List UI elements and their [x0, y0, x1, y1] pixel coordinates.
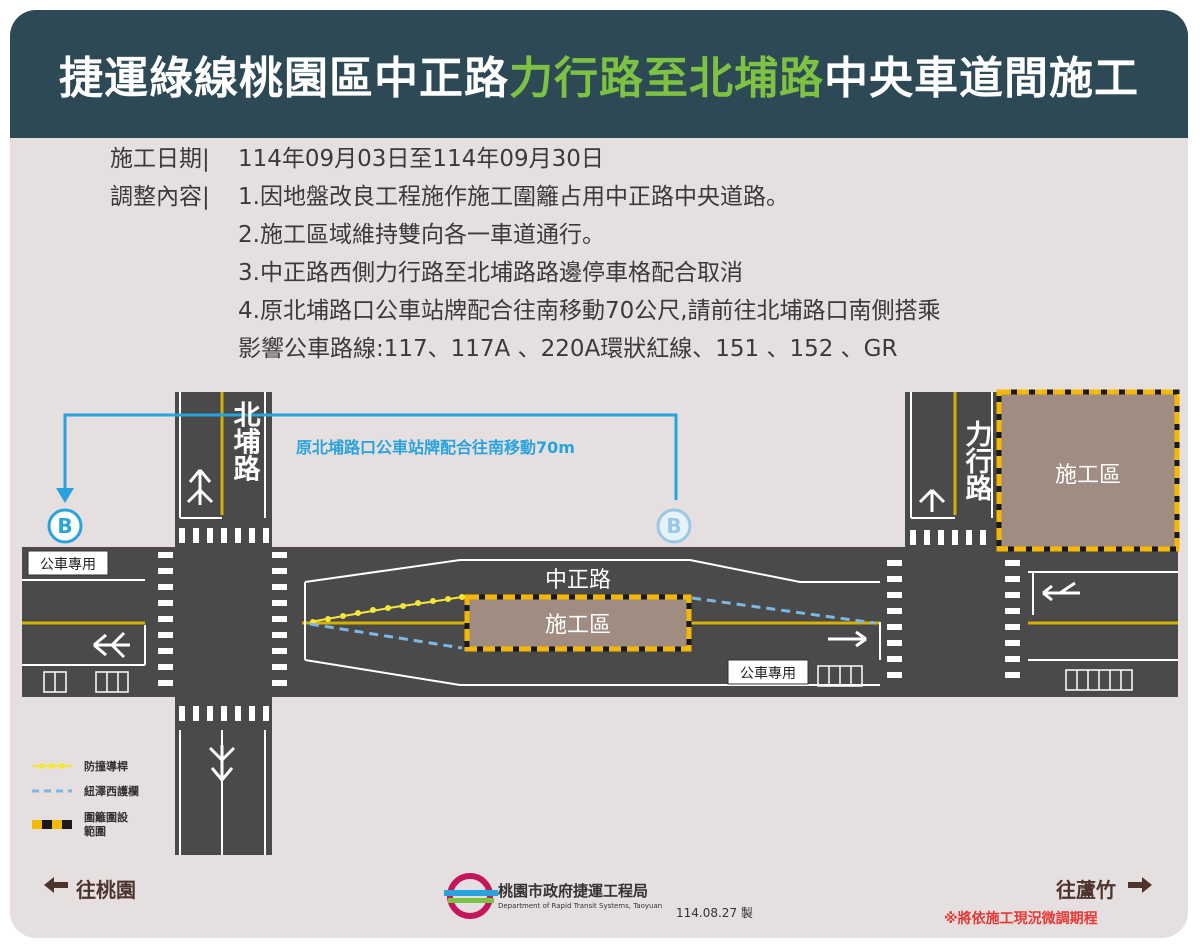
- westbound-arrow: [93, 631, 130, 659]
- road-label-lixing: 力行路: [961, 420, 994, 501]
- bus-stop-old-label: B: [666, 514, 681, 538]
- content-row: 調整內容| 1.因地盤改良工程施作施工圍籬占用中正路中央道路。: [110, 178, 941, 216]
- turn-arrow-lixing: [918, 488, 946, 512]
- lixing-road-north: [905, 392, 997, 552]
- bus-move-note: 原北埔路口公車站牌配合往南移動70m: [296, 438, 575, 457]
- legend-fence-label-2: 範圍: [84, 824, 106, 838]
- road-label-zhongzheng: 中正路: [545, 568, 611, 593]
- title-part1: 捷運綠線桃園區中正路: [59, 53, 509, 104]
- fence-outline: [464, 594, 692, 652]
- made-date: 114.08.27 製: [676, 906, 753, 920]
- date-value: 114年09月03日至114年09月30日: [238, 146, 604, 172]
- info-block: 施工日期| 114年09月03日至114年09月30日 調整內容| 1.因地盤改…: [110, 140, 941, 368]
- construction-zone-corner: [996, 389, 1180, 552]
- legend-barrier-label: 紐澤西護欄: [84, 784, 139, 798]
- construction-label-center: 施工區: [545, 613, 611, 638]
- content-item: 2.施工區域維持雙向各一車道通行。: [238, 222, 605, 248]
- bus-stop-new-icon: [47, 508, 83, 544]
- road-label-beipu-1: 北埔路: [229, 400, 261, 481]
- content-item: 4.原北埔路口公車站牌配合往南移動70公尺,請前往北埔路口南側搭乘: [238, 298, 941, 324]
- schedule-note: ※將依施工現況微調期程: [944, 911, 1098, 927]
- fence-outline: [996, 389, 1180, 552]
- content-item: 3.中正路西側力行路至北埔路路邊停車格配合取消: [238, 260, 743, 286]
- straight-turn-arrow: [186, 469, 214, 505]
- affected-routes: 影響公車路線:117、117A 、220A環狀紅線、151 、152 、GR: [238, 336, 898, 362]
- construction-label-corner: 施工區: [1055, 463, 1121, 488]
- lixing-intersection: [880, 547, 1028, 697]
- org-name: 桃園市政府捷運工程局: [498, 882, 649, 900]
- parking-boxes: [43, 665, 1133, 693]
- bus-lane-label-west: 公車專用: [40, 556, 96, 573]
- bus-lane-sign-center: [727, 659, 809, 685]
- content-item: 1.因地盤改良工程施作施工圍籬占用中正路中央道路。: [238, 184, 789, 210]
- direction-east: 往蘆竹: [1056, 878, 1116, 902]
- crosswalks: [158, 528, 1020, 721]
- taper-line-south: [304, 659, 880, 686]
- bus-lane-label-center: 公車專用: [740, 665, 796, 682]
- dorts-logo-icon: [444, 873, 498, 919]
- straight-turn-arrow-south: [208, 745, 236, 781]
- org-name-en: Department of Rapid Transit Systems, Tao…: [498, 902, 663, 910]
- bus-lane-sign-west: [27, 550, 109, 576]
- title-highlight: 力行路至北埔路: [509, 53, 824, 104]
- date-label: 施工日期|: [110, 146, 210, 172]
- lane-arrows: [93, 469, 1080, 781]
- title-part2: 中央車道間施工: [824, 53, 1139, 104]
- jersey-barrier: [309, 622, 463, 650]
- eastbound-arrow: [828, 630, 867, 648]
- bus-stop-old-icon: [656, 508, 692, 544]
- bus-move-arrowhead: [56, 488, 74, 503]
- legend-fence-label-1: 圍籬圍設: [84, 810, 129, 824]
- taper-line-north: [304, 559, 880, 583]
- content-label: 調整內容|: [110, 184, 210, 210]
- bollard-line: [309, 596, 463, 623]
- legend-bollard-label: 防撞導桿: [84, 759, 128, 773]
- bus-move-route: [63, 413, 678, 500]
- direction-west: 往桃園: [76, 878, 136, 902]
- bus-stop-new-label: B: [57, 514, 72, 538]
- legend: 防撞導桿 紐澤西護欄 圍籬圍設 範圍: [32, 759, 139, 838]
- jersey-barrier: [691, 596, 876, 625]
- west-arrow-icon: [44, 877, 68, 893]
- date-row: 施工日期| 114年09月03日至114年09月30日: [110, 140, 941, 178]
- beipu-intersection: [145, 547, 302, 697]
- westbound-turn-arrow: [1042, 581, 1080, 602]
- east-arrow-icon: [1128, 877, 1152, 893]
- title-banner: 捷運綠線桃園區中正路力行路至北埔路中央車道間施工: [10, 10, 1188, 138]
